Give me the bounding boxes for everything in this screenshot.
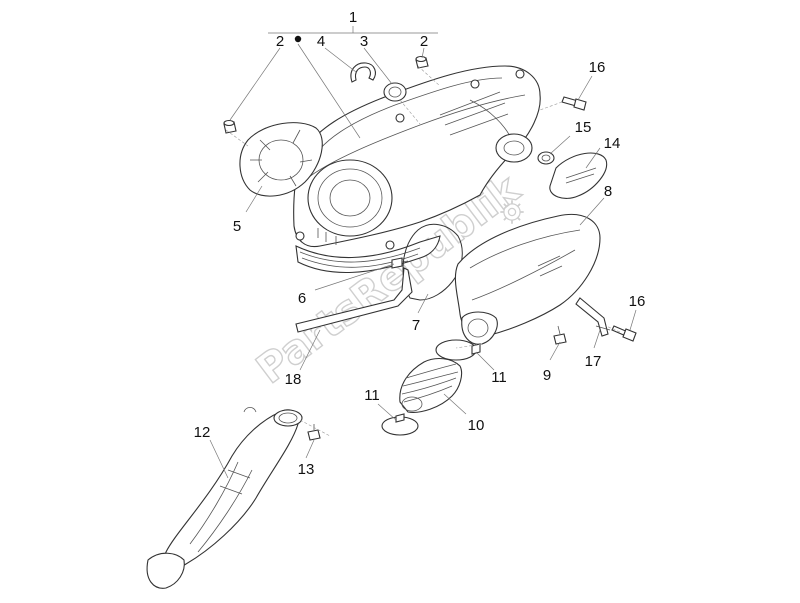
part-circlip [350, 62, 376, 83]
callout-2-right: 2 [420, 33, 428, 50]
part-hose-clamp-upper [435, 339, 481, 361]
callout-18: 18 [285, 371, 302, 388]
watermark-gear-icon [500, 200, 524, 224]
callout-12: 12 [194, 424, 211, 441]
callout-1: 1 [349, 9, 357, 26]
callout-10: 10 [468, 417, 485, 434]
part-bearing [383, 82, 407, 102]
callout-4: 4 [317, 33, 325, 50]
callout-7: 7 [412, 317, 420, 334]
callout-5: 5 [233, 218, 241, 235]
part-badge-plate [549, 152, 608, 199]
connection-dashes [225, 65, 621, 437]
callout-15: 15 [575, 119, 592, 136]
bullet-dot [294, 35, 302, 43]
callout-2-left: 2 [276, 33, 284, 50]
callout-17: 17 [585, 353, 602, 370]
part-air-filter-housing [454, 214, 601, 345]
callout-6: 6 [298, 290, 306, 307]
part-bolt-16-top [561, 96, 587, 111]
callout-labels: 1 2 2 3 4 5 6 7 8 9 10 11 11 12 13 14 15… [194, 9, 646, 478]
part-bracket [575, 297, 611, 337]
part-bellows-hose [399, 357, 463, 413]
part-dowel-pin-left [223, 119, 237, 134]
part-cover-plate [239, 122, 323, 197]
part-rod [295, 267, 413, 333]
part-screw-13 [307, 424, 321, 441]
part-dowel-pin-right [415, 55, 429, 69]
part-hose-clamp-lower [381, 413, 419, 436]
part-crankcase-cover [293, 65, 541, 274]
callout-16-right: 16 [629, 293, 646, 310]
part-bolt-16-right [611, 325, 637, 342]
group-bracket-1 [268, 26, 438, 34]
callout-9: 9 [543, 367, 551, 384]
callout-14: 14 [604, 135, 621, 152]
callout-8: 8 [604, 183, 612, 200]
part-intake-duct [146, 407, 303, 589]
part-gasket [402, 223, 463, 301]
part-screw-9 [553, 325, 567, 345]
callout-3: 3 [360, 33, 368, 50]
callout-11-left: 11 [364, 387, 380, 404]
callout-16-top: 16 [589, 59, 606, 76]
callout-11-right: 11 [491, 369, 507, 386]
part-grommet [537, 151, 555, 165]
leader-lines [209, 43, 637, 479]
callout-13: 13 [298, 461, 315, 478]
